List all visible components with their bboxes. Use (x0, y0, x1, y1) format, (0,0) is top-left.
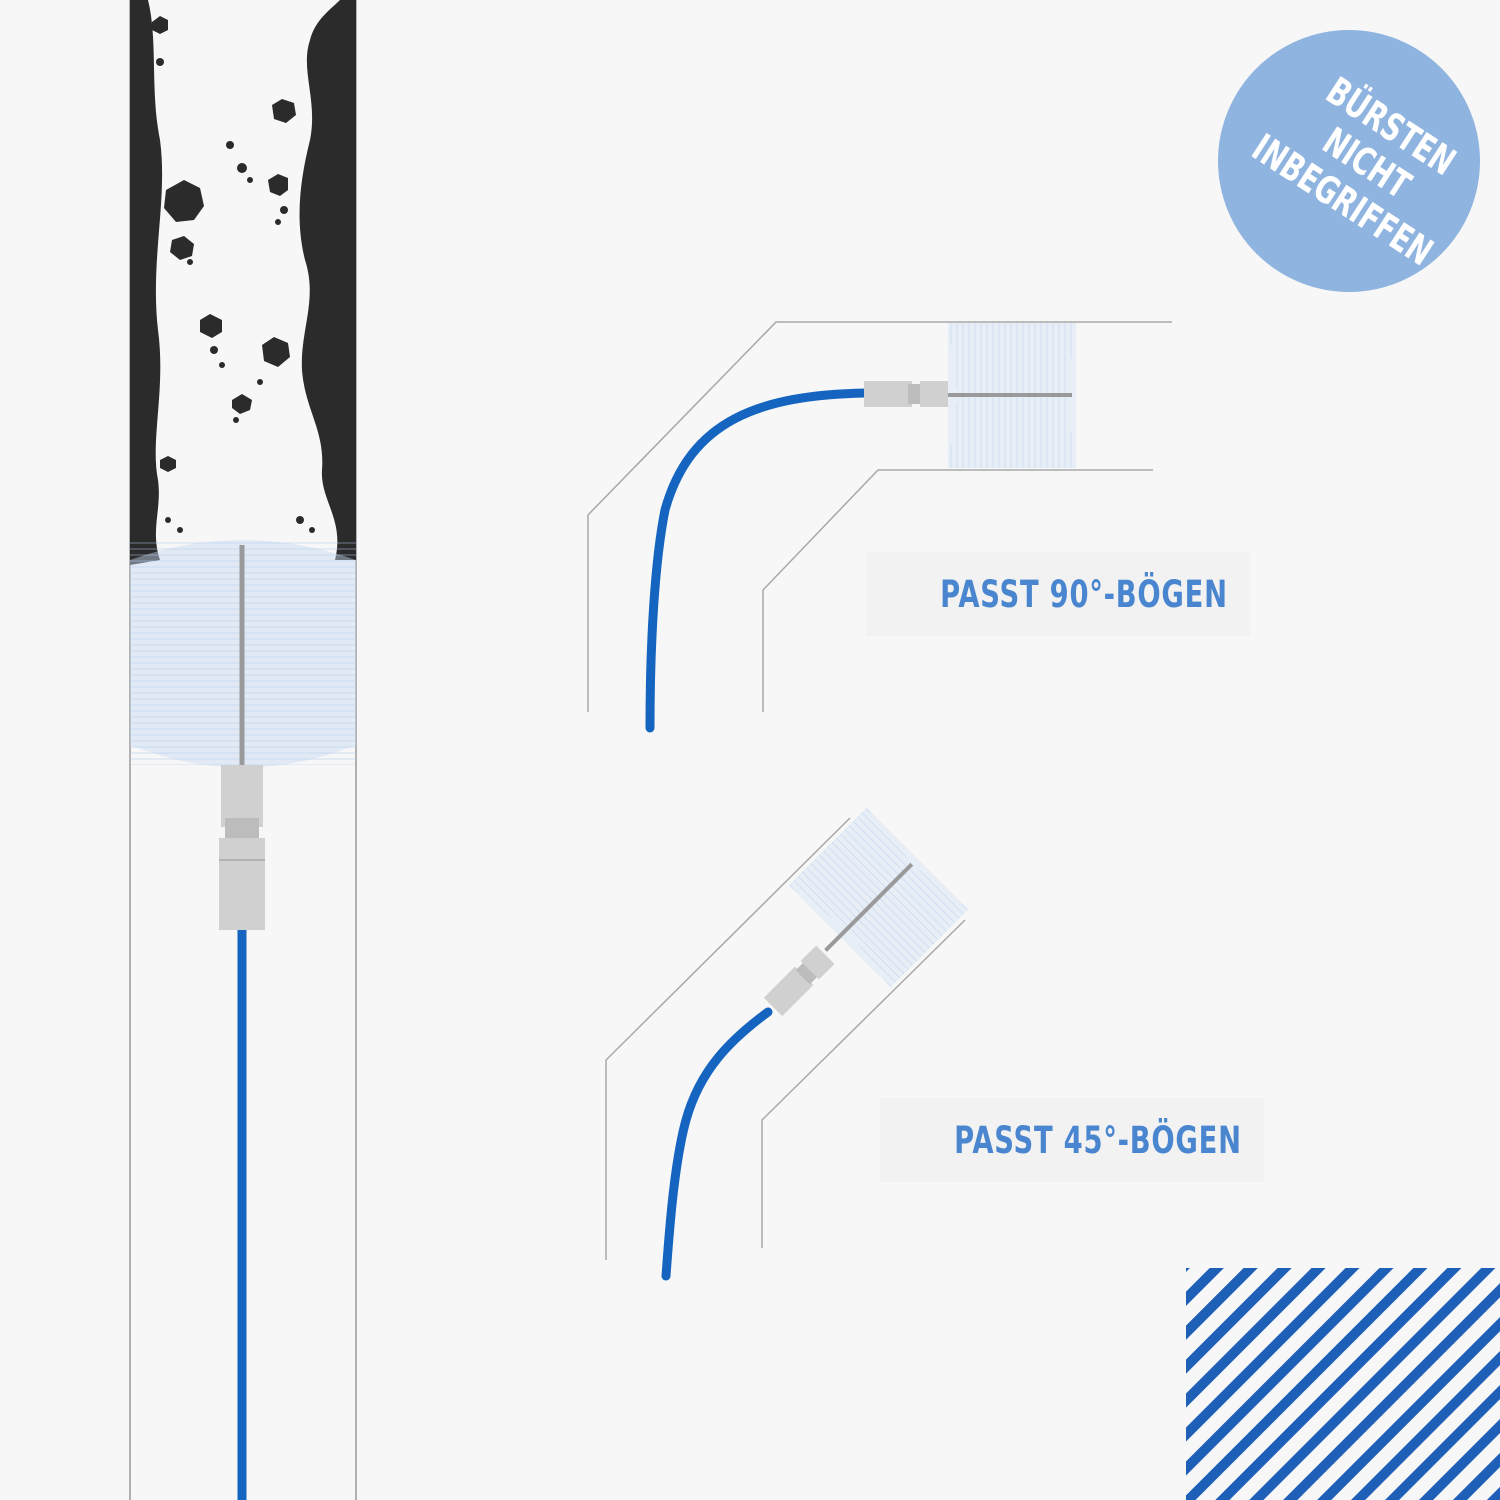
flexible-rod-90 (645, 388, 871, 733)
fits-90-label: PASST 90°-BÖGEN (940, 572, 1228, 616)
pipe-icon (587, 321, 1172, 712)
connector-icon (763, 945, 835, 1017)
stripe-pattern-icon (1186, 1268, 1500, 1500)
soot-deposits (130, 0, 356, 565)
connector-icon (219, 765, 265, 930)
label-box-45: PASST 45°-BÖGEN (880, 1098, 1264, 1182)
brush-head-icon (948, 323, 1076, 468)
connector-icon (864, 381, 948, 407)
bend-45-diagram (605, 807, 969, 1281)
bend-90-diagram (587, 321, 1172, 733)
brush-head-icon (788, 807, 969, 988)
vertical-pipe (129, 0, 357, 1500)
pipe-icon (605, 817, 851, 1260)
not-included-badge: BÜRSTEN NICHT INBEGRIFFEN (1218, 30, 1480, 292)
label-box-90: PASST 90°-BÖGEN (866, 552, 1250, 636)
flexible-rod-45 (661, 1007, 773, 1281)
brush-head-icon (130, 540, 356, 770)
fits-45-label: PASST 45°-BÖGEN (954, 1118, 1242, 1162)
